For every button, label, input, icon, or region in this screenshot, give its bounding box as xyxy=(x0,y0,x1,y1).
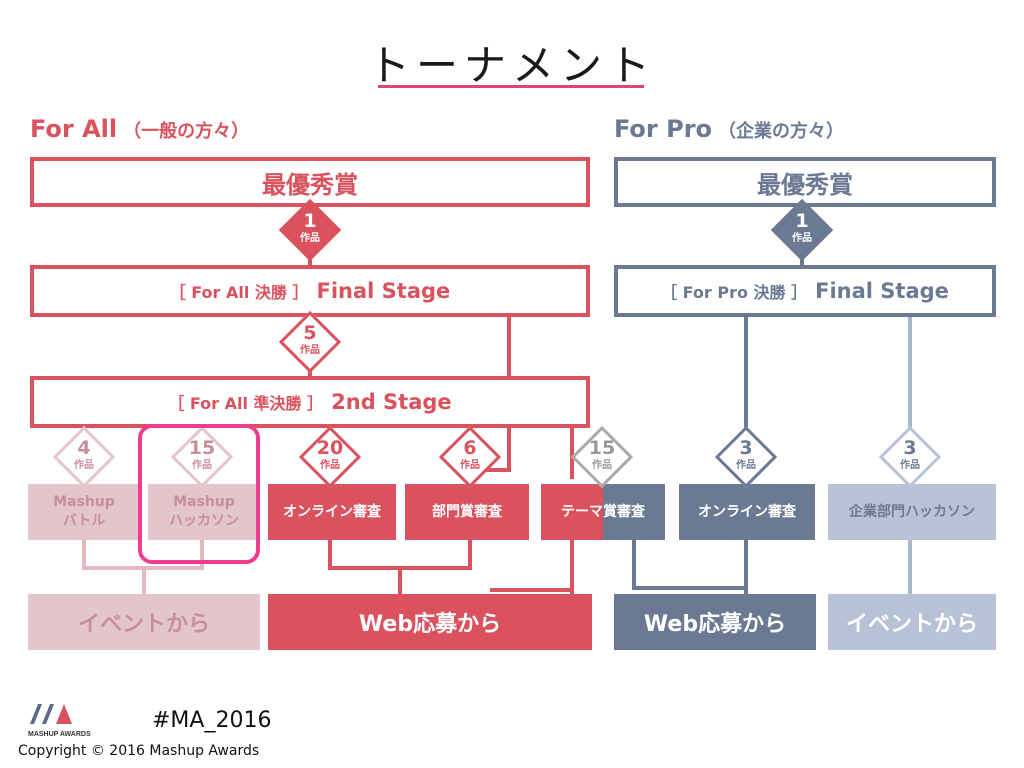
count-unit: 作品 xyxy=(74,460,94,471)
count-unit: 作品 xyxy=(300,233,320,244)
connector xyxy=(328,540,332,570)
for-all-heading-sub: （一般の方々） xyxy=(123,121,250,142)
source-event-pro: イベントから xyxy=(828,594,996,650)
count-unit: 作品 xyxy=(736,460,756,471)
connector xyxy=(570,540,574,596)
connector xyxy=(200,540,204,570)
svg-text:MASHUP AWARDS: MASHUP AWARDS xyxy=(28,731,91,738)
count-number: 15 xyxy=(588,437,616,459)
count-number: 20 xyxy=(316,437,344,459)
count-unit: 作品 xyxy=(792,233,812,244)
for-all-heading-label: For All xyxy=(30,115,118,143)
category-theme-review: テーマ賞審査 xyxy=(541,484,665,540)
for-pro-heading-sub: （企業の方々） xyxy=(718,121,845,142)
category-mashup-battle: Mashup バトル xyxy=(28,484,140,540)
count-unit: 作品 xyxy=(592,460,612,471)
for-all-final-bracket: ［ For All 決勝 ］ xyxy=(169,283,309,302)
count-unit: 作品 xyxy=(460,460,480,471)
count-number: 1 xyxy=(795,210,809,232)
category-division-review: 部門賞審査 xyxy=(405,484,529,540)
connector xyxy=(908,540,912,596)
for-pro-final-bracket: ［ For Pro 決勝 ］ xyxy=(661,283,808,302)
for-pro-final-stage-box: ［ For Pro 決勝 ］ Final Stage xyxy=(614,265,996,317)
category-corporate-hackathon: 企業部門ハッカソン xyxy=(828,484,996,540)
count-number: 15 xyxy=(188,437,216,459)
connector xyxy=(632,540,636,590)
source-event-all: イベントから xyxy=(28,594,260,650)
category-mashup-hackathon: Mashup ハッカソン xyxy=(148,484,260,540)
page-title: トーナメント xyxy=(367,41,656,90)
for-pro-heading: For Pro（企業の方々） xyxy=(614,115,844,143)
for-pro-final-label: Final Stage xyxy=(815,279,949,303)
connector xyxy=(744,316,748,484)
for-pro-grand-prize-box: 最優秀賞 xyxy=(614,157,996,207)
connector xyxy=(468,540,472,570)
for-all-final-stage-box: ［ For All 決勝 ］ Final Stage xyxy=(30,265,590,317)
connector xyxy=(632,586,748,590)
count-unit: 作品 xyxy=(320,460,340,471)
connector xyxy=(142,566,146,596)
count-unit: 作品 xyxy=(192,460,212,471)
count-number: 5 xyxy=(303,322,317,344)
highlight-frame xyxy=(138,424,260,564)
for-pro-heading-label: For Pro xyxy=(614,115,713,143)
connector xyxy=(908,316,912,484)
source-web-pro: Web応募から xyxy=(614,594,816,650)
connector xyxy=(490,588,574,592)
title-underline xyxy=(378,85,644,88)
for-all-2nd-stage-box: ［ For All 準決勝 ］ 2nd Stage xyxy=(30,376,590,428)
for-all-final-label: Final Stage xyxy=(316,279,451,303)
for-all-grand-prize-box: 最優秀賞 xyxy=(30,157,590,207)
count-number: 3 xyxy=(903,437,917,459)
for-all-heading: For All（一般の方々） xyxy=(30,115,249,143)
count-unit: 作品 xyxy=(300,345,320,356)
for-all-second-label: 2nd Stage xyxy=(331,390,452,414)
category-online-review-all: オンライン審査 xyxy=(268,484,396,540)
for-all-second-bracket: ［ For All 準決勝 ］ xyxy=(168,394,324,413)
category-online-review-pro: オンライン審査 xyxy=(679,484,815,540)
connector xyxy=(398,566,402,596)
for-pro-grand-prize-label: 最優秀賞 xyxy=(757,170,853,199)
mashup-awards-logo: MASHUP AWARDS xyxy=(28,704,91,738)
count-number: 1 xyxy=(303,210,317,232)
for-all-grand-prize-label: 最優秀賞 xyxy=(262,170,358,199)
hashtag: #MA_2016 xyxy=(152,708,272,733)
connector xyxy=(470,468,511,472)
copyright: Copyright © 2016 Mashup Awards xyxy=(18,743,260,759)
connector xyxy=(570,427,574,479)
source-web-all: Web応募から xyxy=(268,594,592,650)
count-number: 6 xyxy=(463,437,477,459)
connector xyxy=(744,540,748,596)
count-unit: 作品 xyxy=(900,460,920,471)
count-number: 4 xyxy=(77,437,91,459)
count-number: 3 xyxy=(739,437,753,459)
connector xyxy=(82,540,86,570)
